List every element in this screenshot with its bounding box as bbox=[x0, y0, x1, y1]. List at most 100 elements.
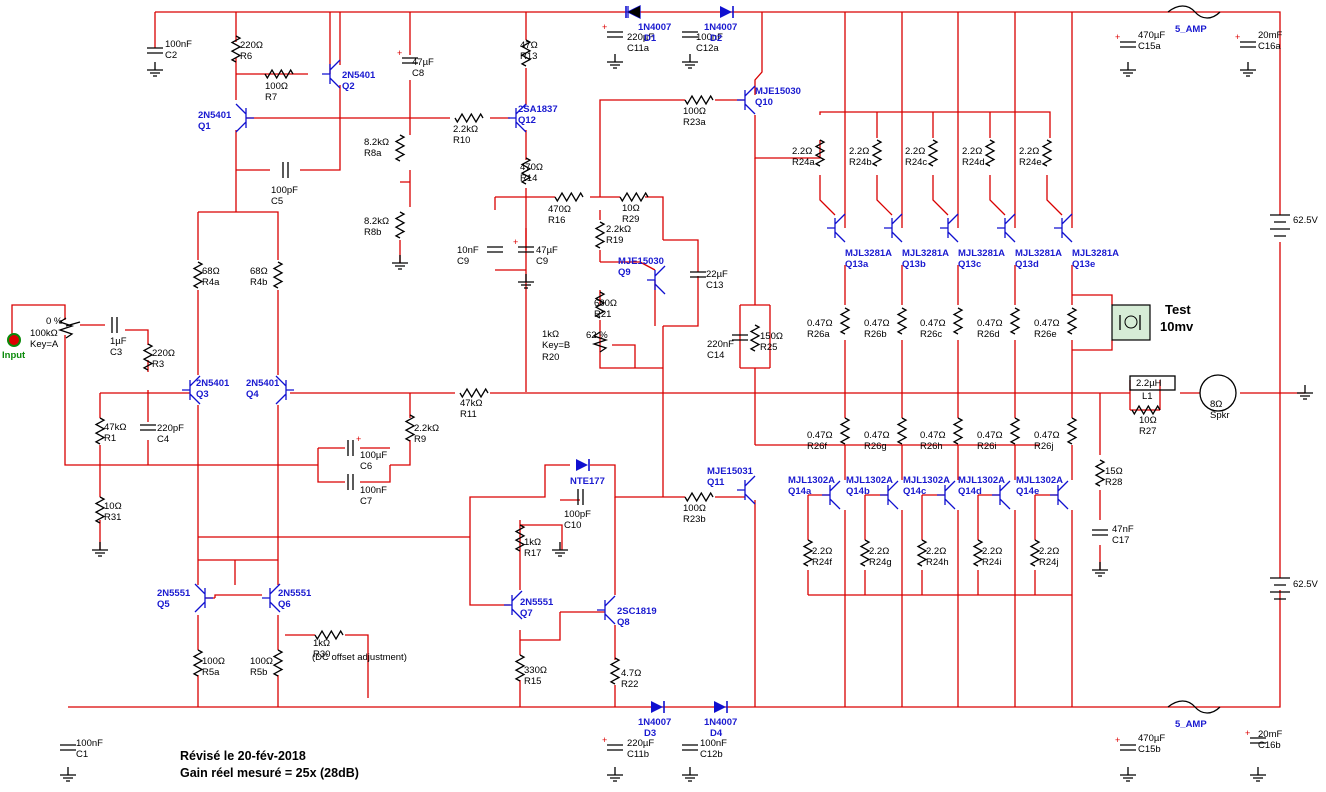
resistor-ref: R26i bbox=[977, 441, 997, 452]
transistor-part: MJE15030 bbox=[618, 256, 664, 267]
resistor-value: 1kΩ bbox=[313, 638, 330, 649]
resistor-ref: R22 bbox=[621, 679, 638, 690]
ground-icon bbox=[607, 54, 623, 69]
resistor-r9 bbox=[404, 414, 416, 442]
capacitor-value: 1µF bbox=[110, 336, 127, 347]
resistor-r29 bbox=[619, 191, 649, 203]
resistor-r10 bbox=[454, 112, 484, 124]
resistor-r24a bbox=[814, 139, 826, 167]
capacitor-c10 bbox=[577, 489, 584, 505]
capacitor-ref: C3 bbox=[110, 347, 122, 358]
polarity-mark: + bbox=[602, 22, 607, 32]
transistor-q13a bbox=[827, 213, 846, 243]
resistor-value: 2.2Ω bbox=[869, 546, 889, 557]
resistor-r30 bbox=[314, 629, 344, 641]
transistor-q14a bbox=[822, 480, 841, 510]
resistor-value: 4.7Ω bbox=[621, 668, 641, 679]
transistor-q14b bbox=[880, 480, 899, 510]
resistor-ref: R26c bbox=[920, 329, 942, 340]
pot-input-icon bbox=[57, 317, 75, 339]
resistor-value: 0.47Ω bbox=[864, 430, 890, 441]
resistor-value: 2.2kΩ bbox=[606, 224, 631, 235]
resistor-value: 150Ω bbox=[760, 331, 783, 342]
svg-text:5_AMP: 5_AMP bbox=[1175, 24, 1207, 35]
resistor-value: 15Ω bbox=[1105, 466, 1123, 477]
transistor-q14e bbox=[1050, 480, 1069, 510]
diode-d5 bbox=[576, 459, 588, 471]
resistor-value: 100Ω bbox=[265, 81, 288, 92]
resistor-value: 0.47Ω bbox=[920, 318, 946, 329]
capacitor-c14 bbox=[732, 334, 748, 341]
resistor-ref: R31 bbox=[104, 512, 121, 523]
resistor-ref: R30 bbox=[313, 649, 330, 660]
capacitor-ref: C16a bbox=[1258, 41, 1281, 52]
transistor-q5 bbox=[194, 583, 213, 613]
capacitor-value: 100µF bbox=[360, 450, 387, 461]
capacitor-c15b bbox=[1120, 744, 1136, 751]
resistor-r5a bbox=[192, 649, 204, 677]
resistor-value: 68Ω bbox=[250, 266, 268, 277]
ground-icon bbox=[682, 54, 698, 69]
capacitor-c3 bbox=[111, 317, 118, 333]
resistor-value: 0.47Ω bbox=[920, 430, 946, 441]
transistor-part: 2N5401 bbox=[198, 110, 232, 121]
resistor-ref: R24j bbox=[1039, 557, 1059, 568]
resistor-ref: R9 bbox=[414, 434, 426, 445]
capacitor-c6 bbox=[347, 440, 354, 456]
capacitor-value: 20mF bbox=[1258, 729, 1282, 740]
transistor-ref: Q14c bbox=[903, 486, 926, 497]
resistor-r26c bbox=[952, 307, 964, 335]
resistor-r28 bbox=[1094, 459, 1106, 487]
battery-top-icon bbox=[1270, 214, 1290, 237]
resistor-value: 100Ω bbox=[250, 656, 273, 667]
ground-icon bbox=[147, 62, 163, 77]
capacitor-value: 20mF bbox=[1258, 30, 1282, 41]
svg-text:62 %: 62 % bbox=[586, 330, 608, 341]
resistor-r24g bbox=[859, 539, 871, 567]
transistor-part: MJL3281A bbox=[1015, 248, 1062, 259]
diode-d1 bbox=[628, 6, 640, 18]
ground-icon bbox=[1120, 62, 1136, 77]
transistor-q6 bbox=[262, 583, 281, 613]
capacitor-ref: C15a bbox=[1138, 41, 1161, 52]
resistor-value: 8.2kΩ bbox=[364, 137, 389, 148]
resistor-ref: R26h bbox=[920, 441, 943, 452]
ground-icon bbox=[682, 767, 698, 782]
transistor-part: 2N5551 bbox=[278, 588, 312, 599]
capacitor-value: 10nF bbox=[457, 245, 479, 256]
fuse-bottom-icon bbox=[1167, 700, 1221, 714]
resistor-ref: R27 bbox=[1139, 426, 1156, 437]
ground-icon bbox=[1092, 562, 1108, 577]
capacitor-ref: C9 bbox=[536, 256, 548, 267]
input-connector-icon bbox=[7, 333, 21, 347]
capacitor-c11a bbox=[607, 31, 623, 38]
resistor-value: 100Ω bbox=[683, 503, 706, 514]
transistor-ref: Q1 bbox=[198, 121, 211, 132]
capacitor-value: 100nF bbox=[76, 738, 103, 749]
svg-text:1kΩ: 1kΩ bbox=[542, 329, 559, 340]
resistor-r17 bbox=[514, 524, 526, 552]
svg-text:8Ω: 8Ω bbox=[1210, 399, 1222, 410]
transistor-q7 bbox=[504, 590, 523, 620]
capacitor-c17 bbox=[1092, 529, 1108, 536]
resistor-r24e bbox=[1041, 139, 1053, 167]
resistor-r26d bbox=[1009, 307, 1021, 335]
resistor-r26h bbox=[952, 417, 964, 445]
resistor-r24c bbox=[927, 139, 939, 167]
resistor-r23b bbox=[684, 491, 714, 503]
diode-ref: D3 bbox=[644, 728, 656, 739]
capacitor-value: 100nF bbox=[696, 32, 723, 43]
test-meter-icon bbox=[1111, 304, 1151, 341]
diode-ref: D1 bbox=[644, 33, 657, 44]
capacitor-ref: C13 bbox=[706, 280, 723, 291]
resistor-value: 0.47Ω bbox=[1034, 430, 1060, 441]
ground-icon bbox=[60, 767, 76, 782]
transistor-ref: Q13a bbox=[845, 259, 869, 270]
transistor-q13d bbox=[997, 213, 1016, 243]
resistor-ref: R26f bbox=[807, 441, 827, 452]
resistor-ref: R13 bbox=[520, 51, 537, 62]
diode-d4 bbox=[714, 701, 726, 713]
transistor-ref: Q13e bbox=[1072, 259, 1095, 270]
capacitor-value: 470µF bbox=[1138, 30, 1165, 41]
resistor-r8b bbox=[394, 211, 406, 239]
